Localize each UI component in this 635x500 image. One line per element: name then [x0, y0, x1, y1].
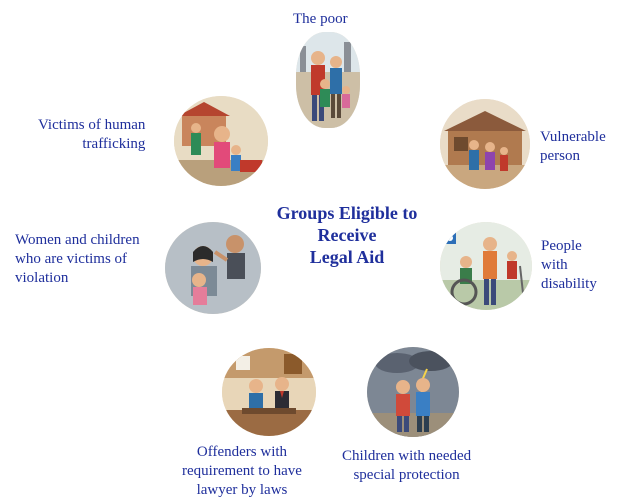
poor-family-illustration — [296, 32, 360, 128]
title-line-1: Groups Eligible to — [276, 203, 418, 223]
children-storm-illustration — [367, 347, 459, 437]
wheelchair-disability-illustration — [440, 222, 532, 310]
diagram-title: Groups Eligible to Receive Legal Aid — [262, 202, 432, 268]
label-people-with-disability: People with disability — [541, 238, 597, 292]
title-line-3: Legal Aid — [309, 247, 385, 267]
label-the-poor: The poor — [293, 11, 348, 27]
label-offenders-lawyer: Offenders with requirement to have lawye… — [182, 444, 302, 498]
lawyer-office-illustration — [222, 348, 316, 436]
label-women-children-violation: Women and children who are victims of vi… — [15, 232, 140, 286]
label-children-special-protection: Children with needed special protection — [342, 448, 472, 483]
label-vulnerable-person: Vulnerable person — [540, 129, 606, 164]
crying-mother-child-illustration — [165, 222, 261, 314]
label-human-trafficking: Victims of human trafficking — [38, 117, 146, 152]
vulnerable-family-house-illustration — [440, 99, 530, 189]
human-trafficking-illustration — [174, 96, 268, 186]
title-line-2: Receive — [317, 225, 377, 245]
